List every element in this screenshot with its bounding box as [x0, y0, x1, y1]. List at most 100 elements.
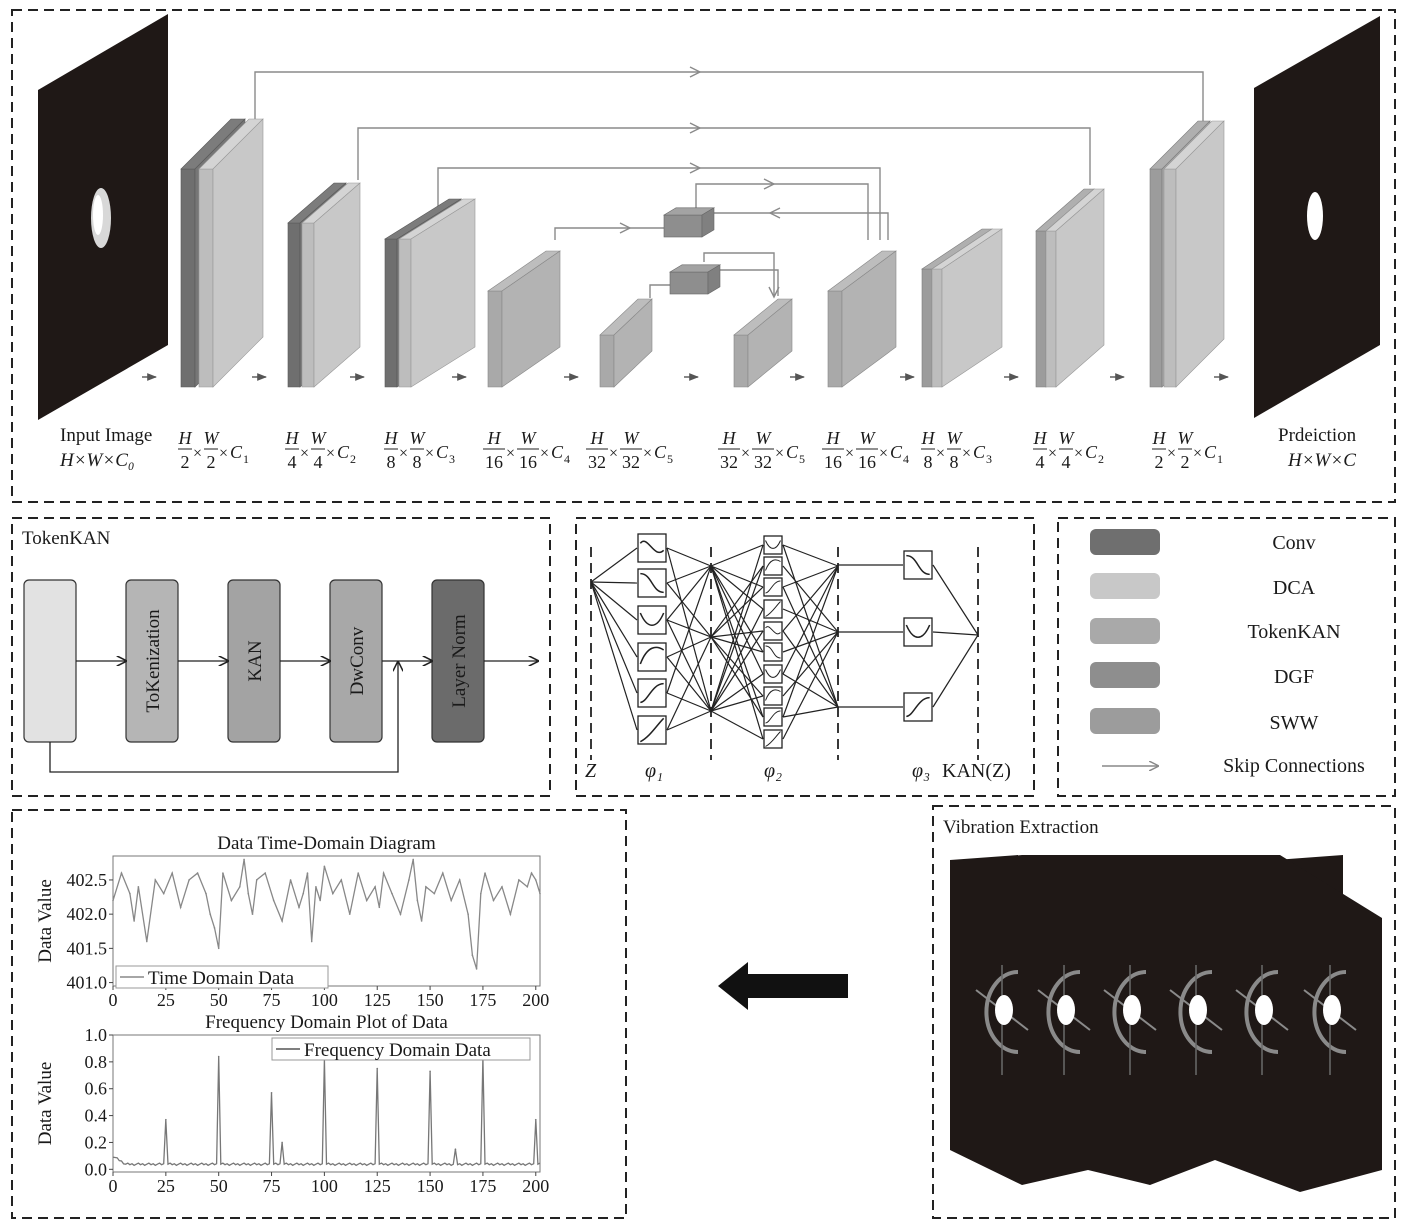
- frac-h-num: H: [722, 428, 737, 448]
- time-domain-point: [243, 858, 245, 861]
- y-tick-label: 401.5: [67, 938, 108, 958]
- time-domain-point: [433, 892, 436, 895]
- x-tick-label: 200: [522, 1176, 549, 1196]
- channel: C: [1204, 442, 1217, 462]
- kan-panel-frame: [575, 517, 1035, 797]
- times-2: ×: [326, 445, 335, 462]
- channel: C: [337, 442, 350, 462]
- x-tick-label: 50: [210, 1176, 228, 1196]
- edge-3-4-0: [782, 565, 839, 632]
- dwconv-label: DwConv: [347, 626, 368, 695]
- edge-2-6-2: [710, 673, 764, 712]
- time-domain-point: [112, 899, 114, 902]
- time-domain-point: [179, 906, 182, 909]
- phi2-box-6-frame: [763, 664, 783, 684]
- channel-sub: 4: [564, 452, 570, 466]
- ring: [1244, 970, 1279, 1054]
- enc4-tokenkan-front: [487, 290, 503, 388]
- phi2-box-0-frame: [763, 535, 783, 555]
- edge-2-9-0: [710, 565, 764, 740]
- edge-2-8-1: [710, 636, 764, 718]
- stage-blocks: [180, 118, 1225, 388]
- tokenkan-input-block: [23, 579, 77, 743]
- dgf-cube-top: [662, 207, 716, 238]
- times-2: ×: [962, 445, 971, 462]
- phi1-box-1-curve: [640, 572, 664, 594]
- dec4-tokenkan: [827, 250, 897, 388]
- time-domain-point: [205, 892, 207, 895]
- time-domain-point: [146, 940, 148, 943]
- time-domain-point: [129, 892, 131, 895]
- edge-2-9-2: [710, 710, 764, 740]
- unet-panel-frame: [11, 9, 1396, 503]
- phi2-box-7-frame: [763, 686, 783, 706]
- frac-h-num: H: [178, 428, 193, 448]
- time-domain-point: [471, 954, 474, 957]
- kan-edges: [590, 544, 979, 740]
- time-domain-point: [480, 892, 482, 895]
- legend-swatch-sww: [1090, 708, 1160, 734]
- frac-w-num: W: [204, 428, 221, 448]
- enc2-dca-side: [313, 182, 361, 388]
- time-domain-point: [391, 892, 393, 895]
- time-domain-point: [315, 885, 317, 888]
- ring: [1312, 970, 1347, 1054]
- edge-2-0-0: [710, 544, 764, 567]
- edge-2-4-1: [710, 630, 764, 638]
- channel: C: [230, 442, 243, 462]
- frequency-domain-legend: Frequency Domain Data: [271, 1037, 531, 1061]
- channel-sub: 5: [799, 452, 805, 466]
- channel: C: [436, 442, 449, 462]
- enc4-tokenkan-side: [501, 250, 561, 388]
- frac-w-den: 4: [1062, 452, 1071, 472]
- phi2-box-5: [763, 642, 783, 662]
- time-domain-point: [171, 872, 173, 874]
- channel: C: [654, 442, 667, 462]
- frac-w-den: 32: [754, 452, 772, 472]
- edge-1-2-0: [666, 565, 712, 621]
- edge-2-3-0: [710, 565, 764, 610]
- time-domain-point: [255, 879, 258, 881]
- chart-title: Frequency Domain Plot of Data: [205, 1012, 448, 1033]
- legend-swatch-dgf: [1090, 662, 1160, 688]
- phi2-label: φ₂: [764, 760, 782, 782]
- y-tick-label: 0.6: [85, 1079, 108, 1099]
- times-2: ×: [219, 445, 228, 462]
- charts-panel-frame: [11, 809, 627, 1219]
- time-domain-point: [467, 913, 469, 915]
- frac-h-den: 32: [588, 452, 606, 472]
- dec4-tokenkan-front: [827, 290, 843, 388]
- kan-output-label: KAN(Z): [942, 760, 1011, 782]
- channel: C: [551, 442, 564, 462]
- edge-2-0-2: [710, 544, 764, 712]
- edge-3-2-2: [782, 586, 839, 708]
- time-domain-point: [213, 927, 216, 929]
- time-domain-point: [492, 899, 495, 902]
- phi2-box-2-curve: [765, 580, 781, 594]
- time-domain-point: [133, 920, 135, 922]
- edge-1-1-0: [666, 565, 712, 584]
- edge-2-4-2: [710, 630, 764, 712]
- time-domain-point: [399, 913, 402, 915]
- dgf-cube-top-side: [701, 207, 715, 238]
- edge-2-1-1: [710, 565, 764, 638]
- phi1-label: φ₁: [645, 760, 663, 782]
- enc1-conv-front: [180, 168, 196, 388]
- x-tick-label: 25: [157, 1176, 175, 1196]
- time-domain-point: [416, 899, 419, 902]
- phi2-box-8: [763, 707, 783, 727]
- legend-swatch-conv: [1090, 529, 1160, 555]
- x-tick-label: 75: [263, 1176, 281, 1196]
- input-image: [38, 14, 168, 420]
- y-tick-label: 0.0: [85, 1159, 108, 1179]
- phi1-box-4-curve: [640, 682, 664, 704]
- time-domain-point: [120, 872, 123, 874]
- frac-h-num: H: [1152, 428, 1167, 448]
- frac-h-den: 16: [824, 452, 842, 472]
- edge-3-9-1: [782, 631, 839, 740]
- phi1-box-5: [637, 715, 667, 745]
- edge-2-2-1: [710, 586, 764, 638]
